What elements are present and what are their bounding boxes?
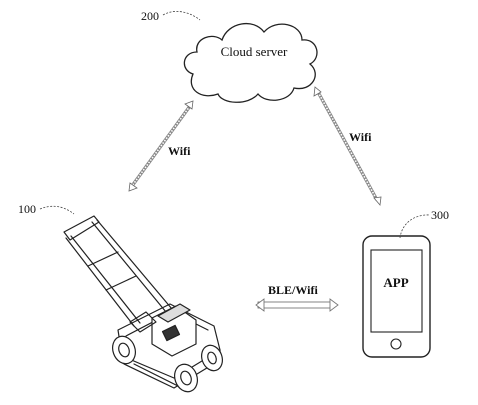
mower-handle-grip bbox=[63, 215, 100, 241]
mower-battery-pack bbox=[157, 303, 191, 323]
arrowhead-down-left bbox=[128, 182, 138, 192]
ref-label-300: 300 bbox=[431, 208, 449, 222]
ref-100: 100 bbox=[18, 202, 75, 216]
mower-battery-indicator bbox=[161, 324, 181, 342]
mower-handle-bar-3 bbox=[91, 221, 167, 313]
mower-wheel-hub-front-right bbox=[180, 370, 192, 386]
mower-handle-brace-1 bbox=[87, 251, 119, 267]
cloud-server: Cloud server bbox=[183, 22, 318, 103]
arrowhead-down-right bbox=[373, 196, 382, 206]
ref-300: 300 bbox=[399, 208, 449, 239]
link-mower-phone: BLE/Wifi bbox=[255, 283, 339, 312]
ref-200: 200 bbox=[141, 9, 201, 23]
link-label-mower-phone: BLE/Wifi bbox=[268, 283, 318, 297]
phone-screen bbox=[370, 249, 423, 333]
ref-label-100: 100 bbox=[18, 202, 36, 216]
mower-wheel-hub-front-left bbox=[118, 342, 130, 358]
lawn-mower bbox=[63, 215, 223, 393]
ref-label-200: 200 bbox=[141, 9, 159, 23]
link-label-mower-cloud: Wifi bbox=[168, 144, 191, 158]
ref-leader-100 bbox=[39, 205, 75, 215]
phone-app-label: APP bbox=[383, 275, 408, 290]
mower-wheel-rear-right bbox=[201, 344, 223, 372]
mower-wheel-front-right bbox=[174, 363, 198, 393]
cloud-outline bbox=[183, 22, 318, 103]
mower-wheel-hub-rear-right bbox=[207, 351, 217, 365]
mower-handle-bar-4 bbox=[96, 219, 173, 310]
phone-home-button bbox=[390, 338, 402, 350]
mower-front-guard bbox=[133, 363, 179, 387]
arrowhead-left bbox=[255, 298, 265, 312]
link-cloud-phone: Wifi bbox=[313, 86, 382, 206]
mower-handle-brace-2 bbox=[105, 275, 137, 291]
mower-grass-frame bbox=[129, 311, 157, 333]
link-label-cloud-phone: Wifi bbox=[349, 130, 372, 144]
ref-leader-300 bbox=[399, 214, 431, 239]
mower-handle-bar-1 bbox=[65, 237, 135, 327]
arrowhead-up-right bbox=[313, 86, 322, 97]
ref-leader-200 bbox=[162, 10, 201, 21]
link-mower-cloud: Wifi bbox=[128, 100, 194, 192]
cloud-label: Cloud server bbox=[221, 44, 288, 59]
smartphone: APP bbox=[362, 235, 431, 358]
arrowhead-right bbox=[329, 298, 339, 312]
arrowhead-up-left bbox=[184, 100, 194, 110]
mower-handle-bar-2 bbox=[70, 235, 141, 324]
mower-wheel-front-left bbox=[112, 335, 136, 365]
